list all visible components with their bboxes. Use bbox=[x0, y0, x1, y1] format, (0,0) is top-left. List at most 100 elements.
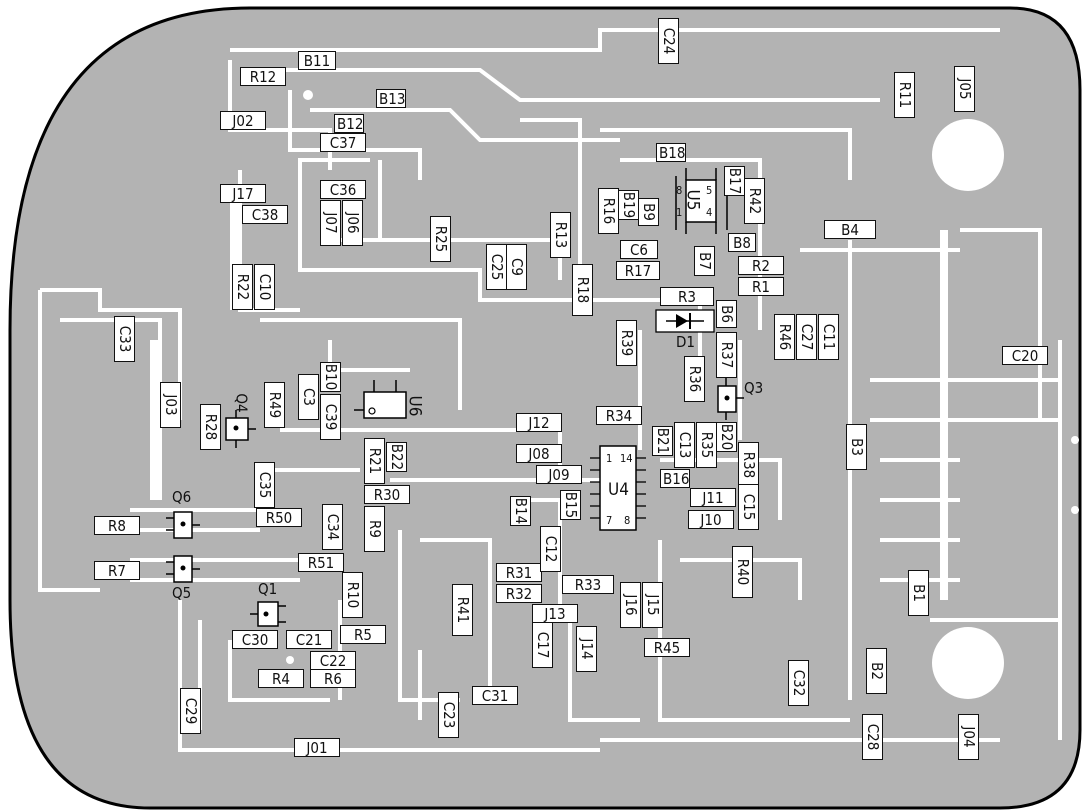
label-U6: U6 bbox=[404, 395, 425, 417]
mounting-pad-top bbox=[932, 119, 1004, 191]
mounting-pad-bottom bbox=[932, 627, 1004, 699]
label-R11: R11 bbox=[894, 72, 915, 118]
label-B6: B6 bbox=[716, 300, 737, 328]
label-J02: J02 bbox=[220, 111, 266, 130]
label-B17: B17 bbox=[724, 166, 745, 196]
u5-pin-4: 4 bbox=[706, 206, 713, 219]
label-R5: R5 bbox=[340, 625, 386, 644]
label-B12: B12 bbox=[334, 114, 364, 133]
label-J07: J07 bbox=[320, 200, 341, 246]
label-R22: R22 bbox=[232, 264, 253, 310]
label-B8: B8 bbox=[728, 233, 756, 252]
label-B13: B13 bbox=[376, 89, 406, 108]
label-R3: R3 bbox=[660, 287, 714, 306]
label-R32: R32 bbox=[496, 584, 542, 603]
label-J15: J15 bbox=[642, 582, 663, 628]
label-B11: B11 bbox=[298, 51, 336, 70]
label-C28: C28 bbox=[862, 714, 883, 760]
label-R17: R17 bbox=[616, 261, 660, 280]
label-Q1: Q1 bbox=[258, 580, 278, 598]
u6-pin1-marker bbox=[368, 407, 376, 415]
label-J05: J05 bbox=[954, 66, 975, 112]
u4-chip bbox=[599, 445, 637, 531]
label-R7: R7 bbox=[94, 561, 140, 580]
label-R40: R40 bbox=[732, 546, 753, 598]
label-C32: C32 bbox=[788, 660, 809, 706]
diode-symbol bbox=[655, 309, 715, 333]
label-R9: R9 bbox=[364, 506, 385, 552]
label-R45: R45 bbox=[644, 638, 690, 657]
label-C11: C11 bbox=[818, 314, 839, 360]
label-B1: B1 bbox=[908, 570, 929, 616]
label-Q4: Q4 bbox=[232, 393, 251, 413]
label-C39: C39 bbox=[320, 394, 341, 440]
label-D1: D1 bbox=[676, 333, 695, 351]
label-C38: C38 bbox=[242, 205, 288, 224]
label-J12: J12 bbox=[516, 413, 562, 432]
label-R33: R33 bbox=[562, 575, 614, 594]
label-R46: R46 bbox=[774, 314, 795, 360]
label-U5: U5 bbox=[682, 189, 703, 211]
label-B7: B7 bbox=[694, 246, 715, 276]
label-C35: C35 bbox=[254, 462, 275, 508]
label-C6: C6 bbox=[620, 240, 658, 259]
label-R2: R2 bbox=[738, 256, 784, 275]
label-C17: C17 bbox=[532, 622, 553, 668]
label-C20: C20 bbox=[1002, 346, 1048, 365]
label-B9: B9 bbox=[638, 198, 659, 226]
label-J16: J16 bbox=[620, 582, 641, 628]
u4-pin-1: 1 bbox=[606, 452, 613, 465]
label-J17: J17 bbox=[220, 184, 266, 203]
label-C3: C3 bbox=[298, 374, 319, 420]
label-R41: R41 bbox=[452, 584, 473, 636]
label-B15: B15 bbox=[560, 490, 581, 520]
label-B18: B18 bbox=[656, 143, 686, 162]
label-C25: C25 bbox=[486, 244, 507, 290]
u4-pin-leads bbox=[590, 457, 646, 519]
small-pads bbox=[286, 90, 1079, 664]
label-R25: R25 bbox=[430, 216, 451, 262]
label-J09: J09 bbox=[536, 465, 582, 484]
label-B4: B4 bbox=[824, 220, 876, 239]
label-J14: J14 bbox=[576, 626, 597, 672]
label-C37: C37 bbox=[320, 133, 366, 152]
label-R38: R38 bbox=[738, 442, 759, 488]
label-Q6: Q6 bbox=[172, 488, 192, 506]
label-J03: J03 bbox=[160, 382, 181, 428]
u4-pin-7: 7 bbox=[606, 514, 613, 527]
label-B22: B22 bbox=[386, 442, 407, 472]
label-R37: R37 bbox=[716, 332, 737, 378]
label-J04: J04 bbox=[958, 714, 979, 760]
u5-chip bbox=[675, 168, 728, 234]
label-B10: B10 bbox=[320, 362, 341, 392]
label-R21: R21 bbox=[364, 438, 385, 484]
label-B14: B14 bbox=[510, 496, 531, 526]
label-R10: R10 bbox=[342, 572, 363, 618]
transistor-leads bbox=[166, 378, 744, 623]
u4-pin-14: 14 bbox=[620, 452, 633, 465]
label-J06: J06 bbox=[342, 200, 363, 246]
label-C33: C33 bbox=[114, 316, 135, 362]
u5-pin-5: 5 bbox=[706, 184, 713, 197]
label-R50: R50 bbox=[256, 508, 302, 527]
label-R34: R34 bbox=[596, 406, 642, 425]
label-B21: B21 bbox=[652, 426, 673, 456]
label-C34: C34 bbox=[322, 504, 343, 550]
label-J08: J08 bbox=[516, 444, 562, 463]
label-J01: J01 bbox=[294, 738, 340, 757]
label-C21: C21 bbox=[286, 630, 332, 649]
label-Q5: Q5 bbox=[172, 584, 192, 602]
label-R42: R42 bbox=[744, 178, 765, 224]
label-Q3: Q3 bbox=[744, 379, 764, 397]
label-C30: C30 bbox=[232, 630, 278, 649]
label-U4: U4 bbox=[608, 480, 629, 500]
label-R35: R35 bbox=[696, 422, 717, 468]
label-R31: R31 bbox=[496, 563, 542, 582]
label-C31: C31 bbox=[472, 686, 518, 705]
label-J11: J11 bbox=[690, 488, 736, 507]
label-R4: R4 bbox=[258, 669, 304, 688]
label-B2: B2 bbox=[866, 648, 887, 694]
label-C29: C29 bbox=[180, 688, 201, 734]
label-C10: C10 bbox=[254, 264, 275, 310]
label-J13: J13 bbox=[532, 604, 578, 623]
